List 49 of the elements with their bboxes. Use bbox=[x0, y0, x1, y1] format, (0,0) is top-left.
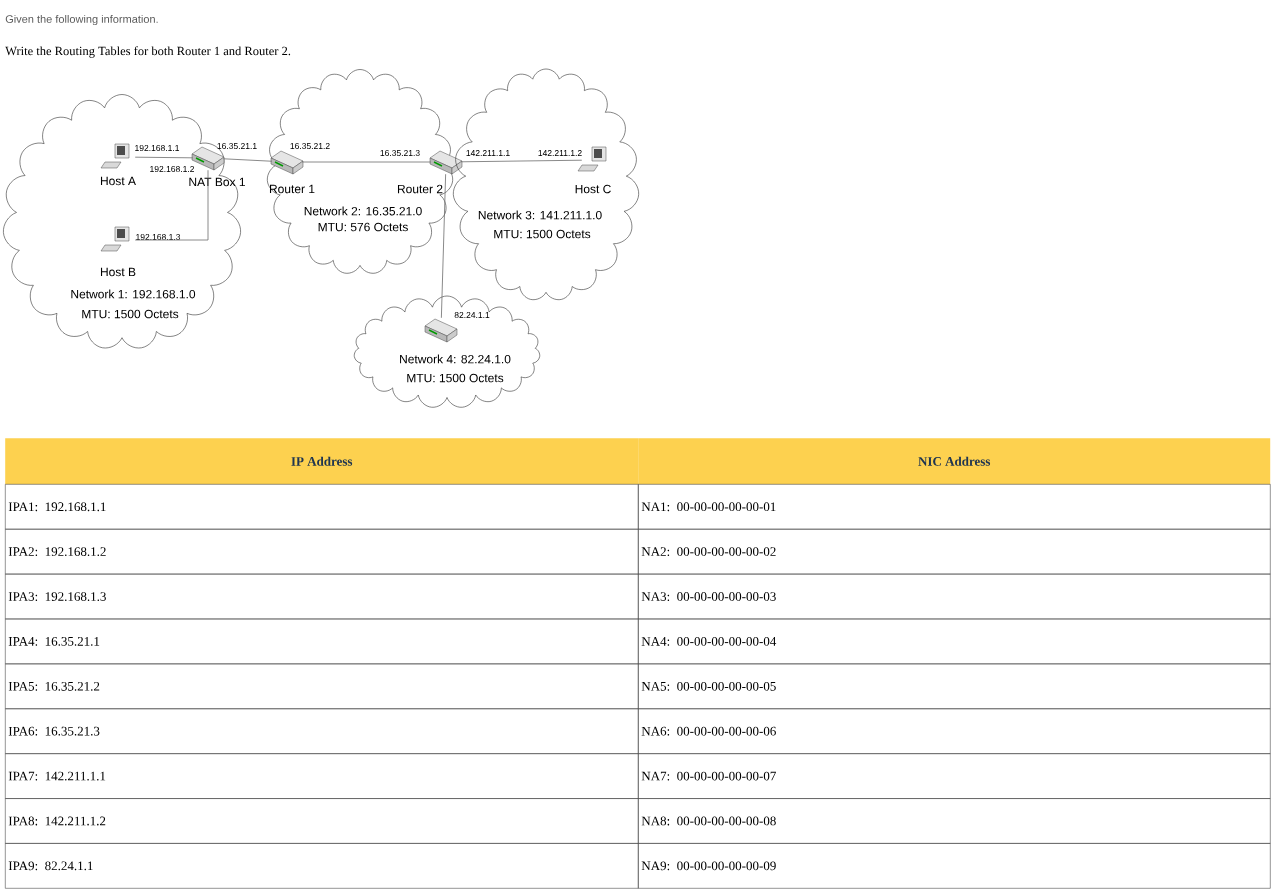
network-label: Network 2: 16.35.21.0 bbox=[304, 206, 422, 216]
header-cell: IP Address bbox=[5, 438, 639, 485]
table-cell: NA2: 00-00-00-00-00-02 bbox=[638, 528, 1271, 575]
address-label: 16.35.21.1 bbox=[217, 143, 257, 149]
table-cell: IPA6: 16.35.21.3 bbox=[5, 708, 639, 754]
address-label: 192.168.1.1 bbox=[135, 145, 180, 151]
address-label: 142.211.1.1 bbox=[466, 150, 510, 156]
address-label: 142.211.1.2 bbox=[538, 150, 582, 156]
network-label: Network 3: 141.211.1.0 bbox=[478, 210, 602, 220]
table-cell: NA6: 00-00-00-00-00-06 bbox=[638, 708, 1271, 754]
table-cell: IPA5: 16.35.21.2 bbox=[5, 663, 639, 710]
intro-text: Given the following information. bbox=[5, 14, 158, 26]
table-cell: IPA9: 82.24.1.1 bbox=[5, 843, 639, 889]
table-cell: NA8: 00-00-00-00-00-08 bbox=[638, 798, 1271, 844]
device-label: Router 2 bbox=[398, 184, 443, 194]
network-link bbox=[460, 159, 583, 163]
network-link bbox=[134, 169, 209, 241]
header-cell: NIC Address bbox=[638, 438, 1271, 485]
network-label: MTU: 576 Octets bbox=[318, 222, 408, 232]
device-label: Router 1 bbox=[270, 184, 315, 194]
network-label: MTU: 1500 Octets bbox=[494, 229, 591, 239]
address-label: 192.168.1.3 bbox=[136, 234, 181, 240]
device-label: NAT Box 1 bbox=[189, 177, 245, 187]
network-label: Network 1: 192.168.1.0 bbox=[71, 289, 196, 299]
address-label: 16.35.21.2 bbox=[290, 143, 330, 149]
device-label: Host B bbox=[101, 267, 136, 277]
device-label: Host C bbox=[575, 184, 611, 194]
device-label: Host A bbox=[101, 176, 136, 186]
address-label: 16.35.21.3 bbox=[380, 150, 420, 156]
table-cell: IPA4: 16.35.21.1 bbox=[5, 618, 639, 665]
table-cell: IPA1: 192.168.1.1 bbox=[5, 484, 639, 530]
table-cell: NA3: 00-00-00-00-00-03 bbox=[638, 573, 1271, 620]
network-link bbox=[301, 161, 432, 163]
address-label: 192.168.1.2 bbox=[150, 166, 194, 172]
table-cell: NA9: 00-00-00-00-00-09 bbox=[638, 843, 1271, 889]
table-cell: IPA7: 142.211.1.1 bbox=[5, 753, 639, 799]
table-cell: NA7: 00-00-00-00-00-07 bbox=[638, 753, 1271, 799]
network-label: Network 4: 82.24.1.0 bbox=[400, 354, 511, 364]
table-cell: NA4: 00-00-00-00-00-04 bbox=[638, 618, 1271, 665]
table-cell: NA5: 00-00-00-00-00-05 bbox=[638, 663, 1271, 710]
table-cell: IPA3: 192.168.1.3 bbox=[5, 573, 639, 620]
question-text: Write the Routing Tables for both Router 1 and Router 2. bbox=[5, 46, 291, 58]
table-cell: NA1: 00-00-00-00-00-01 bbox=[638, 484, 1271, 530]
table-cell: IPA8: 142.211.1.2 bbox=[5, 798, 639, 844]
address-label: 82.24.1.1 bbox=[454, 312, 490, 318]
network-label: MTU: 1500 Octets bbox=[407, 373, 504, 383]
table-cell: IPA2: 192.168.1.2 bbox=[5, 528, 639, 575]
network-link bbox=[134, 156, 194, 159]
network-label: MTU: 1500 Octets bbox=[82, 309, 179, 319]
